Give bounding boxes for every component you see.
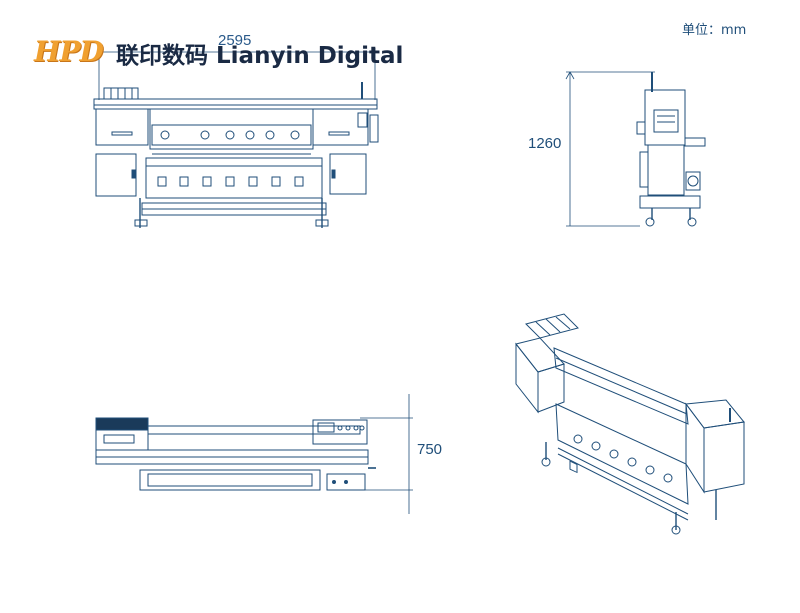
isometric-view <box>515 313 745 535</box>
top-view <box>95 394 413 514</box>
company-name: 联印数码 Lianyin Digital <box>116 43 404 69</box>
depth-dimension-label: 750 <box>417 441 443 458</box>
width-dimension-label: 2595 <box>218 32 252 49</box>
front-view <box>93 48 379 228</box>
unit-label: 单位：mm <box>682 23 747 38</box>
side-view <box>565 71 706 227</box>
hpd-logo-mark: HPD <box>34 35 104 68</box>
height-dimension-label: 1260 <box>528 135 562 152</box>
